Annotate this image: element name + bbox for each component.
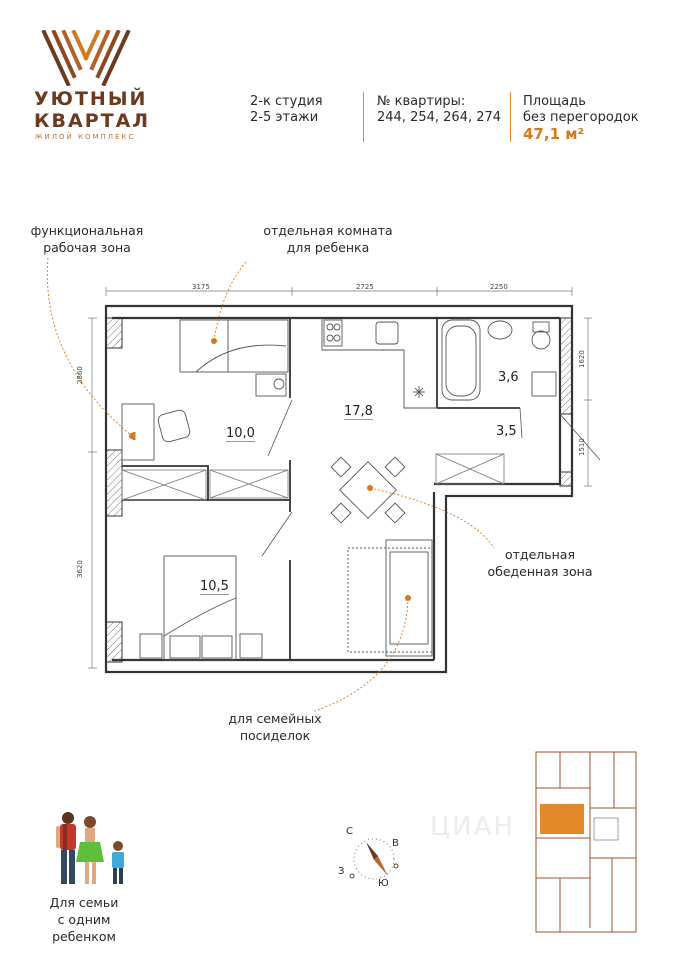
callout-family-line-1: для семейных — [228, 711, 322, 726]
callout-dining: отдельная обеденная зона — [470, 546, 610, 580]
family-icon — [56, 812, 124, 884]
apartment-floors-line: 2-5 этажи — [250, 110, 319, 125]
callout-work-zone-line-1: функциональная — [30, 223, 144, 238]
callout-child-room-line-2: для ребенка — [286, 240, 370, 255]
dim-right-1: 1620 — [578, 350, 586, 368]
area-value: 47,1 м² — [523, 125, 585, 143]
room-area-hall: 3,5 — [496, 424, 517, 439]
brand-line-2: КВАРТАЛ — [34, 110, 151, 132]
logo: УЮТНЫЙ КВАРТАЛ ЖИЛОЙ КОМПЛЕКС — [34, 30, 148, 141]
callout-dining-line-2: обеденная зона — [487, 564, 593, 579]
dim-right-2: 1510 — [578, 438, 586, 456]
callout-family: для семейных посиделок — [210, 710, 340, 744]
dim-left-1: 2860 — [76, 366, 84, 384]
room-area-bathroom: 3,6 — [498, 370, 519, 385]
apartment-type: 2-к студия 2-5 этажи — [250, 94, 323, 126]
room-area-bedroom-1: 10,0 — [226, 426, 255, 442]
compass-east: В — [392, 838, 399, 849]
dim-top-3: 2250 — [490, 283, 508, 291]
target-family-line-1: Для семьи — [49, 895, 119, 910]
area-label-2: без перегородок — [523, 110, 639, 125]
room-area-bedroom-2: 10,5 — [200, 579, 229, 595]
brand-line-1: УЮТНЫЙ — [34, 88, 148, 110]
target-family-line-2: с одним ребенком — [52, 912, 116, 944]
brand-subtitle: ЖИЛОЙ КОМПЛЕКС — [35, 133, 136, 141]
compass-north: С — [346, 826, 353, 837]
apartment-numbers-label: № квартиры: — [377, 94, 466, 109]
compass-west: З — [338, 866, 345, 877]
watermark: ЦИАН — [430, 812, 515, 842]
apartment-area: Площадь без перегородок 47,1 м² — [523, 94, 639, 142]
apartment-numbers: № квартиры: 244, 254, 264, 274 — [377, 94, 501, 126]
header-divider-1 — [363, 92, 364, 142]
dim-top-1: 3175 — [192, 283, 210, 291]
room-area-living: 17,8 — [344, 404, 373, 420]
callout-family-line-2: посиделок — [239, 728, 311, 743]
compass-south: Ю — [378, 878, 389, 889]
header-divider-2 — [510, 92, 511, 142]
callout-work-zone-line-2: рабочая зона — [43, 240, 131, 255]
floor-keyplan-icon — [535, 751, 637, 933]
dim-top-2: 2725 — [356, 283, 374, 291]
target-family-text: Для семьи с одним ребенком — [24, 894, 144, 945]
callout-dining-line-1: отдельная — [505, 547, 575, 562]
compass-icon — [349, 838, 399, 880]
dim-left-2: 3620 — [76, 560, 84, 578]
area-label-1: Площадь — [523, 94, 586, 109]
callout-child-room-line-1: отдельная комната — [263, 223, 393, 238]
apartment-type-line: 2-к студия — [250, 94, 323, 109]
callout-work-zone: функциональная рабочая зона — [22, 222, 152, 256]
apartment-numbers-value: 244, 254, 264, 274 — [377, 110, 502, 125]
callout-child-room: отдельная комната для ребенка — [258, 222, 398, 256]
logo-mark-icon — [41, 30, 131, 86]
